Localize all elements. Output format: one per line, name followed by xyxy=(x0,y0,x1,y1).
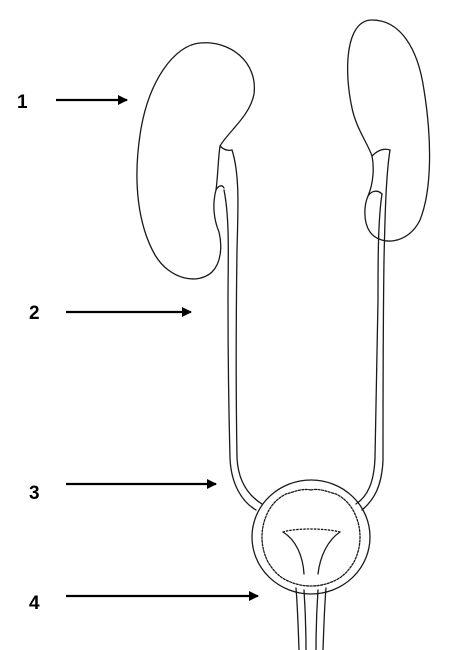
callout-label-2: 2 xyxy=(29,304,40,323)
right-ureter xyxy=(356,194,382,504)
right-kidney xyxy=(348,20,430,241)
callout-label-3: 3 xyxy=(29,484,40,503)
right-renal-pelvis xyxy=(372,149,390,156)
trigone xyxy=(283,529,340,532)
left-renal-pelvis xyxy=(220,146,232,150)
left-ureter xyxy=(232,150,262,504)
callout-label-4: 4 xyxy=(29,594,40,613)
bladder xyxy=(252,480,370,594)
urethra xyxy=(296,588,299,650)
bladder-lining xyxy=(262,489,360,586)
callout-label-1: 1 xyxy=(17,93,28,112)
